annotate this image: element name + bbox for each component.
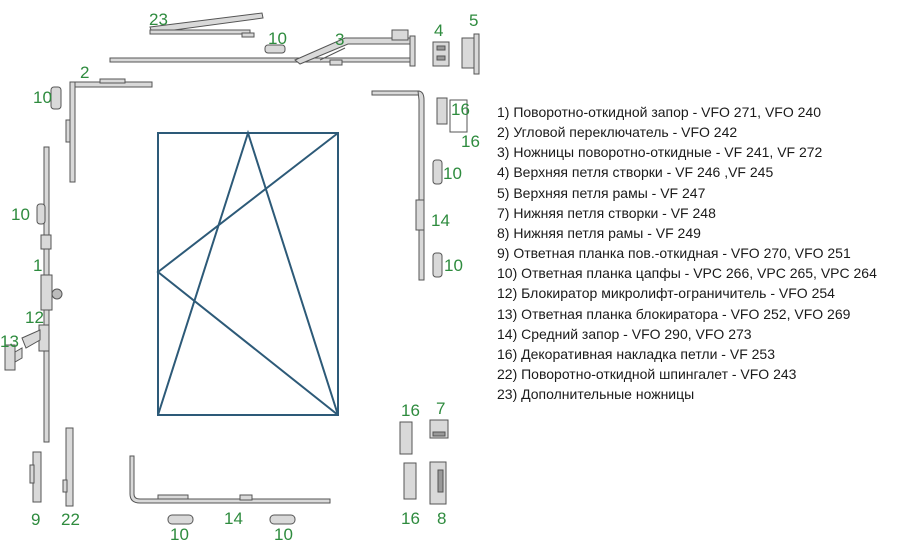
legend-item: 4) Верхняя петля створки - VF 246 ,VF 24… [497, 164, 774, 181]
sash-frame [157, 132, 339, 416]
part-keeper-bottom-left [167, 514, 194, 525]
legend-item: 14) Средний запор - VFO 290, VFO 273 [497, 325, 752, 342]
part-decorative-cover-upper [436, 97, 448, 125]
part-keeper-left-middle [36, 203, 46, 225]
legend-item: 5) Верхняя петля рамы - VF 247 [497, 184, 706, 201]
part-corner-drive [65, 78, 153, 183]
callout-9: 9 [31, 510, 41, 529]
part-keeper-right-middle [432, 159, 443, 185]
part-keeper-bottom-right [269, 514, 296, 525]
legend-item: 22) Поворотно-откидной шпингалет - VFO 2… [497, 366, 797, 383]
part-tilt-turn-scissors [109, 29, 416, 67]
part-decorative-cover-upper-outline [449, 99, 468, 133]
part-sash-bottom-hinge [429, 419, 449, 439]
legend-item: 16) Декоративная накладка петли - VF 253 [497, 345, 775, 362]
part-middle-lock-bottom [129, 455, 331, 504]
callout-22: 22 [61, 510, 80, 529]
part-additional-scissors [149, 12, 264, 38]
callout-10: 10 [274, 525, 293, 544]
callout-5: 5 [469, 11, 479, 30]
part-tilt-turn-bolt [62, 427, 74, 507]
parts-legend: 1) Поворотно-откидной запор - VFO 271, V… [497, 102, 877, 404]
callout-16: 16 [401, 509, 420, 528]
part-frame-keeper-plate [403, 462, 417, 500]
legend-item: 2) Угловой переключатель - VFO 242 [497, 124, 738, 141]
callout-16: 16 [461, 132, 480, 151]
callout-10: 10 [268, 29, 287, 48]
legend-item: 7) Нижняя петля створки - VF 248 [497, 204, 716, 221]
part-decorative-cover-lower [399, 421, 413, 455]
callout-8: 8 [437, 509, 447, 528]
callout-10: 10 [444, 256, 463, 275]
legend-item: 12) Блокиратор микролифт-ограничитель - … [497, 285, 835, 302]
callout-2: 2 [80, 63, 90, 82]
legend-item: 23) Дополнительные ножницы [497, 386, 695, 403]
callout-23: 23 [149, 10, 168, 29]
part-sash-top-hinge [432, 41, 450, 67]
callout-12: 12 [25, 308, 44, 327]
callout-13: 13 [0, 332, 19, 351]
legend-item: 10) Ответная планка цапфы - VPC 266, VPC… [497, 265, 877, 282]
callout-16: 16 [401, 401, 420, 420]
part-keeper-left-top [50, 86, 62, 110]
hardware-parts [4, 12, 480, 525]
callout-10: 10 [443, 164, 462, 183]
part-frame-bottom-hinge [429, 461, 447, 505]
legend-item: 1) Поворотно-откидной запор - VFO 271, V… [497, 104, 821, 120]
part-keeper-top [264, 44, 286, 54]
tilt-indicator-lines [157, 129, 339, 416]
part-keeper-right-lower [432, 252, 443, 278]
turn-indicator-lines [156, 132, 339, 416]
callout-10: 10 [170, 525, 189, 544]
legend-item: 9) Ответная планка пов.-откидная - VFO 2… [497, 245, 851, 262]
callout-16: 16 [451, 100, 470, 119]
part-frame-top-hinge [461, 33, 480, 75]
callout-10: 10 [33, 88, 52, 107]
part-tilt-turn-keeper [29, 451, 42, 503]
callout-4: 4 [434, 21, 444, 40]
callout-14: 14 [431, 211, 450, 230]
legend-item: 8) Нижняя петля рамы - VF 249 [497, 224, 701, 241]
legend-item: 3) Ножницы поворотно-откидные - VF 241, … [497, 144, 823, 161]
part-blocker-keeper [4, 344, 23, 371]
callout-10: 10 [11, 205, 30, 224]
callout-1: 1 [33, 256, 43, 275]
part-espagnolette-bar [40, 146, 63, 443]
callout-14: 14 [224, 509, 243, 528]
window-sash [156, 129, 339, 416]
callout-3: 3 [335, 30, 345, 49]
callout-7: 7 [436, 399, 446, 418]
part-microlift-blocker [21, 324, 50, 352]
part-right-espagnolette [371, 90, 425, 281]
legend-item: 13) Ответная планка блокиратора - VFO 25… [497, 305, 851, 322]
